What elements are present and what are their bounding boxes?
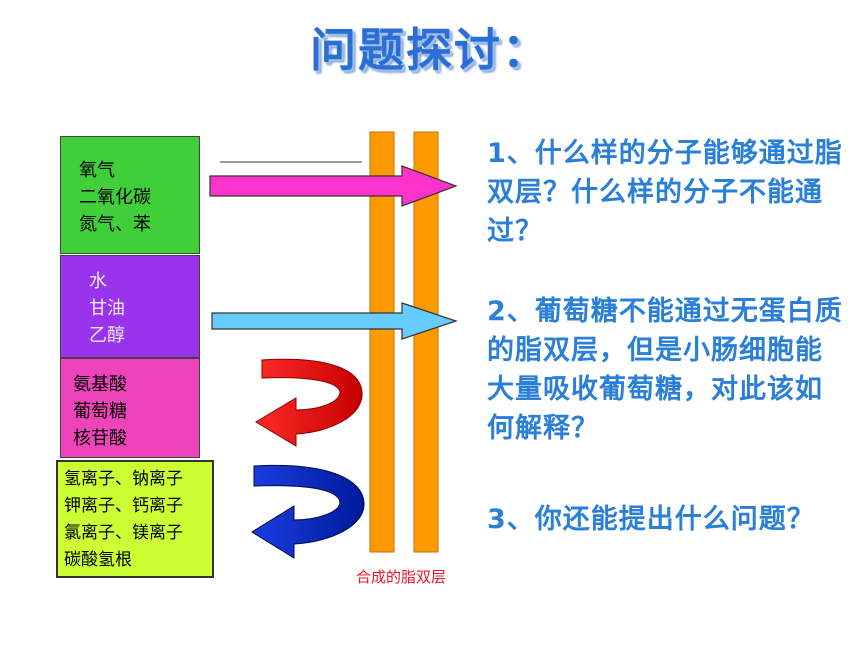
pass-arrow-blue [211,302,458,340]
category-item: 二氧化碳 [79,187,151,208]
blocked-arrow-red [255,358,363,447]
category-item: 乙醇 [89,325,125,346]
category-item: 甘油 [89,298,125,319]
category-item: 碳酸氢根 [64,550,132,570]
category-item: 水 [89,271,107,292]
question-1: 1、什么样的分子能够通过脂双层？什么样的分子不能通过？ [487,138,843,247]
category-item: 氯离子、镁离子 [64,523,183,543]
category-small-polar: 水 甘油 乙醇 [60,255,200,358]
category-item: 氧气 [79,160,115,181]
category-ions: 氢离子、钠离子 钾离子、钙离子 氯离子、镁离子 碳酸氢根 [56,460,214,578]
category-gases: 氧气 二氧化碳 氮气、苯 [60,136,200,254]
category-item: 氢离子、钠离子 [64,469,183,489]
blocked-arrow-blue [251,464,365,559]
category-item: 氨基酸 [73,374,127,395]
question-3: 3、你还能提出什么问题？ [487,504,815,535]
lipid-layer-left [369,131,395,553]
category-item: 核苷酸 [73,428,127,449]
question-2: 2、葡萄糖不能通过无蛋白质的脂双层，但是小肠细胞能大量吸收葡萄糖，对此该如何解释… [487,296,843,444]
category-large-polar: 氨基酸 葡萄糖 核苷酸 [60,358,200,458]
page-title: 问题探讨： [310,23,550,77]
pass-arrow-pink [209,165,458,207]
category-item: 葡萄糖 [73,401,127,422]
lipid-layer-right [413,131,439,553]
category-item: 氮气、苯 [79,214,151,235]
category-item: 钾离子、钙离子 [64,496,183,516]
membrane-label: 合成的脂双层 [356,568,447,586]
